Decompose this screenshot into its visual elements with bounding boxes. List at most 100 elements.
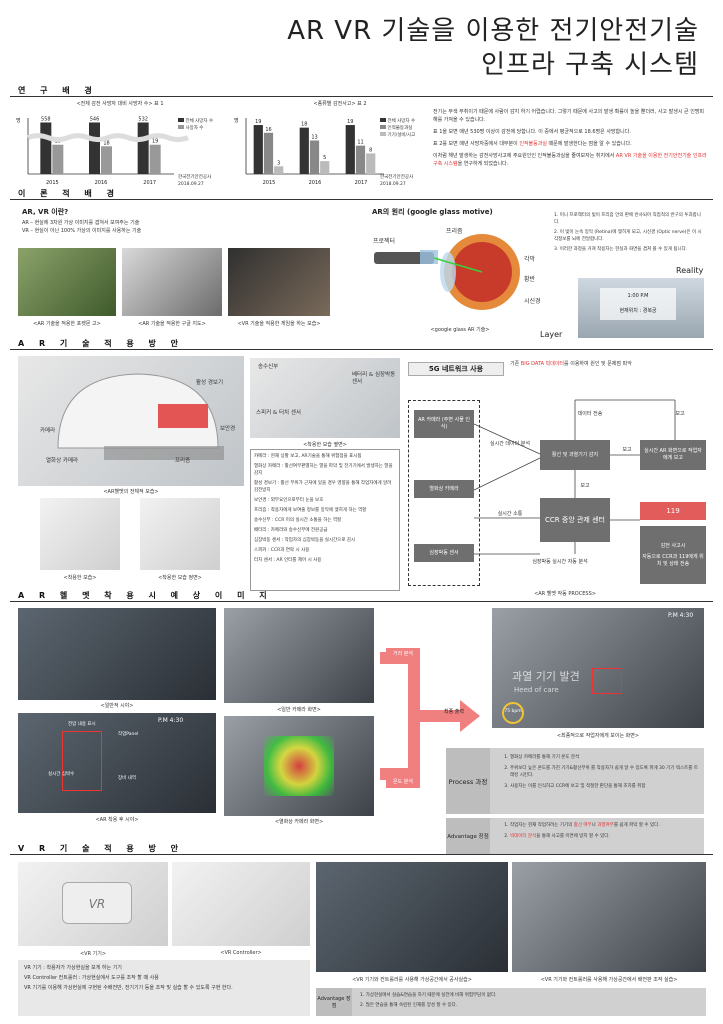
research-p4-hl: AR VR 기술을 이용한 전기안전기술 인프라 구축 시스템 xyxy=(433,153,707,167)
ar-view-photo: P.M 4:30 전압 내용 표시 실시간 심박수 작업Panel 장비 내역 xyxy=(18,713,216,813)
adv-step1: 작업자는 현재 작업하려는 기기의 활선 여부나 과열여부를 쉽게 파악 할 수… xyxy=(510,822,698,829)
ar-label2: 실시간 심박수 xyxy=(48,772,75,777)
ar-frame xyxy=(62,731,102,791)
report-box: 실시간 AR 화면으로 작업자에게 보고 xyxy=(640,440,706,470)
vr-adv1: 1. 가상현실에서 실습&연습을 하기 때문에 실전에 비해 위험부담이 없다. xyxy=(360,993,497,998)
vr-cap4: <VR 기기와 컨트롤러를 사용해 가상공간에서 배전판 조작 실습> xyxy=(540,977,678,983)
section-ar-plan: A R 기 술 적 용 방 안 xyxy=(18,339,185,348)
helmet-cap: <AR헬멧의 전체적 모습> xyxy=(103,489,159,495)
part-item: 터치 센서 : AR 인터를 제어 시 사용 xyxy=(254,558,322,563)
data-label: 19 xyxy=(347,119,353,125)
section-vr-plan: V R 기 술 적 용 방 안 xyxy=(18,844,185,853)
research-p4: 이처럼 해년 발생하는 감전사망사고에 주요원인인 인적불등과실을 줄여보자는 … xyxy=(433,152,708,168)
label-battery: 배터리 & 심장박동 센서 xyxy=(352,372,396,385)
process-step2: 주위보다 높은 온도를 가진 기기&활선부위 를 작용자가 쉽게 알 수 있도록… xyxy=(510,765,698,779)
final-view-photo: P.M 4:30 과열 기기 발견 Heed of care 75 bpm xyxy=(492,608,704,728)
label-layer: Layer xyxy=(540,330,563,339)
label-prism2: 프리즘 xyxy=(175,458,191,464)
y-label: 명 xyxy=(16,117,21,124)
vr-t1: VR 기기 : 착용자가 가상현실을 보게 하는 기기 xyxy=(24,965,122,971)
lbl-data: 실시간 데이터 분석 xyxy=(490,441,530,447)
vr-cap1: <VR 기기> xyxy=(79,951,107,957)
data-label: 5 xyxy=(323,155,326,161)
wear-photo1 xyxy=(40,498,120,570)
camera-view-cap: <일반 카메라 화면> xyxy=(277,707,321,713)
normal-view-photo xyxy=(18,608,216,700)
research-p2: 표 1을 보면 매년 530명 이상이 감전에 당합니다. 이 중에서 평균적으… xyxy=(433,129,631,135)
bar xyxy=(366,153,376,174)
adv-s2b: 을 통해 사고를 미연에 방지 할 수 있다. xyxy=(536,834,610,839)
lbl-report3: 보고 xyxy=(580,483,590,489)
reality-photo: 1:00 P.M 현재위치 : 경복궁 xyxy=(578,278,704,338)
bar xyxy=(89,122,100,174)
label-optic: 시신경 xyxy=(524,298,541,305)
overlay-text1: 과열 기기 발견 xyxy=(512,670,580,683)
data-label: 558 xyxy=(41,116,51,122)
bar xyxy=(101,146,112,174)
label-cornea: 각막 xyxy=(524,256,536,263)
label-warning: 활성 경보기 xyxy=(196,380,224,386)
chart1-title: <전체 감전 사망자 대비 사망자 수> 표 1 xyxy=(76,101,164,107)
process-box: Process 과정 열화상 카메라를 통해 기기 온도 분석 주위보다 높은 … xyxy=(446,748,704,814)
flow-tag-b: 를 이용하여 원인 및 문제점 파악 xyxy=(564,361,632,367)
final-label: 최종 출력 xyxy=(444,709,464,715)
title-line1: AR VR 기술을 이용한 전기안전기술 xyxy=(287,16,699,46)
chart2-title: <종류별 감전사고> 표 2 xyxy=(313,101,367,107)
pokemon-go-photo xyxy=(18,248,116,316)
sensor-group xyxy=(408,400,480,586)
principle-step2: 2. 이 빛이 눈속 망막 (Retina)에 맺히게 되고, 시신경 (Opt… xyxy=(554,230,702,242)
bar xyxy=(40,122,52,174)
flow-cap: <AR 헬멧 작동 PROCESS> xyxy=(534,591,596,597)
adv-title: Advantage 장점 xyxy=(446,818,490,854)
wear-cap1: <착용한 모습> xyxy=(63,575,97,581)
wear-cap2: <착용한 모습 정면> xyxy=(158,575,202,581)
bar xyxy=(345,125,355,174)
label-thermal: 열화상 카메라 xyxy=(46,458,79,464)
label-box: 보안경 xyxy=(220,426,236,432)
side-photo xyxy=(250,358,400,438)
final-view-cap: <최종적으로 작업자에게 보이는 화면> xyxy=(556,733,640,739)
bar xyxy=(137,122,149,174)
layer-place: 현재위치 : 경복궁 xyxy=(619,308,657,314)
label-receiver: 송수신부 xyxy=(258,364,279,370)
part-item: 열화상 카메라 : 활선여부판별하는 열을 파악 및 전기기에서 발생하는 열을… xyxy=(254,464,393,476)
y-label: 명 xyxy=(234,117,239,124)
lbl-heart: 심장박동 실시간 자동 분석 xyxy=(532,559,588,565)
arvr-cap2: <AR 기술을 적용한 구글 지도> xyxy=(138,321,206,327)
final-frame xyxy=(592,668,622,694)
part-item: 활성 경보기 : 활선 부위가 근처에 있을 경우 영향을 통해 작업자에게 알… xyxy=(254,481,392,493)
layer-time: 1:00 P.M xyxy=(627,293,649,299)
camera-view-photo xyxy=(224,608,374,703)
vr-adv-box: Advantage 장점 1. 가상현실에서 실습&연습을 하기 때문에 실전에… xyxy=(316,988,706,1016)
bar xyxy=(309,140,320,174)
vr-controller-photo xyxy=(172,862,310,946)
label-prism: 프리즘 xyxy=(446,228,463,235)
flow-tag-hl: BIG DATA 빅데이터 xyxy=(520,361,565,367)
ar-time: P.M 4:30 xyxy=(158,717,184,724)
legend-total: 전체 사망자 수 xyxy=(185,119,214,124)
wear-photo2 xyxy=(140,498,220,570)
normal-view-cap: <일반적 시야> xyxy=(100,703,134,709)
process-arrows xyxy=(380,652,480,780)
vr-headset-label: VR xyxy=(62,882,132,924)
ar-label1: 전압 내용 표시 xyxy=(68,722,96,727)
research-p3a: 표 2를 보면 매년 사망자중에서 대부분이 xyxy=(433,141,520,147)
divider xyxy=(10,349,713,350)
legend2-device: 기기/설비/시고 xyxy=(387,133,416,138)
legend-death: 사망자 수 xyxy=(185,126,204,131)
lbl-send: 데이터 전송 xyxy=(577,411,603,417)
accident-label: 감전 사고시 xyxy=(660,542,686,549)
heat-spot xyxy=(264,736,334,796)
flow-tag-a: 기존 xyxy=(510,361,521,367)
process-step3: 사용자는 이를 인식하고 CCR에 보고 및 적절한 판단을 통해 조치를 취함 xyxy=(510,783,698,790)
bar xyxy=(274,166,284,174)
ar-view-cap: <AR 착용 후 시야> xyxy=(95,817,139,823)
tick-label: 2016 xyxy=(309,180,322,186)
adv-s2hl: 빅데이터 분석 xyxy=(510,834,537,839)
divider xyxy=(10,601,713,602)
process-steps: 열화상 카메라를 통해 기기 온도 분석 주위보다 높은 온도를 가진 기기&활… xyxy=(498,754,698,794)
adv-s1c: 를 쉽게 파악 할 수 있다. xyxy=(613,823,660,828)
adv-step2: 빅데이터 분석을 통해 사고를 미연에 방지 할 수 있다. xyxy=(510,833,698,840)
